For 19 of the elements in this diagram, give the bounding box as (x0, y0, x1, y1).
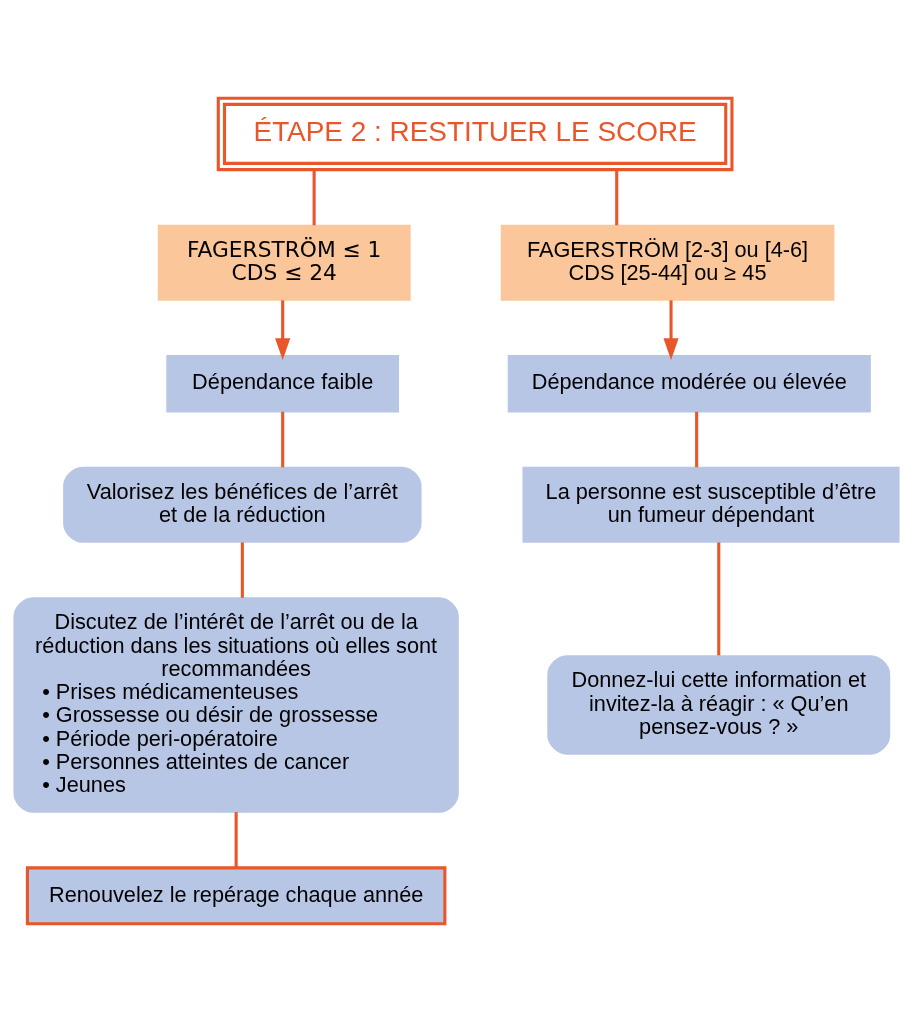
node-box: Valorisez les bénéfices de l’arrêt et de la réduction (63, 466, 422, 543)
connector (281, 411, 285, 467)
node-box: FAGERSTRÖM ≤ 1 CDS ≤ 24 (157, 224, 411, 301)
connector (312, 169, 316, 225)
arrow (663, 299, 679, 360)
arrow (275, 299, 291, 360)
node-box: Dépendance faible (166, 354, 400, 412)
node-box: Discutez de l’intérêt de l’arrêt ou de la réduction dans les situations où elles sont recommandées • Prises médicamenteuses • Grossesse ou désir de grossesse • Période peri-opératoire • Personnes atteintes de cancer • Jeunes (13, 596, 459, 813)
connector (240, 541, 244, 598)
node-box: ÉTAPE 2 : RESTITUER LE SCORE (216, 96, 734, 171)
connector (695, 411, 699, 467)
node-box: FAGERSTRÖM [2-3] ou [4-6] CDS [25-44] ou ≥ 45 (500, 224, 835, 301)
node-box: Renouvelez le repérage chaque année (25, 865, 447, 925)
node-box: La personne est susceptible d’être un fumeur dépendant (522, 466, 900, 543)
node-box: Donnez-lui cette information et invitez-la à réagir : « Qu’en pensez-vous ? » (547, 654, 891, 755)
node-box: Dépendance modérée ou élevée (507, 354, 871, 412)
connector (717, 541, 721, 655)
connector (234, 811, 238, 867)
connector (615, 169, 619, 225)
